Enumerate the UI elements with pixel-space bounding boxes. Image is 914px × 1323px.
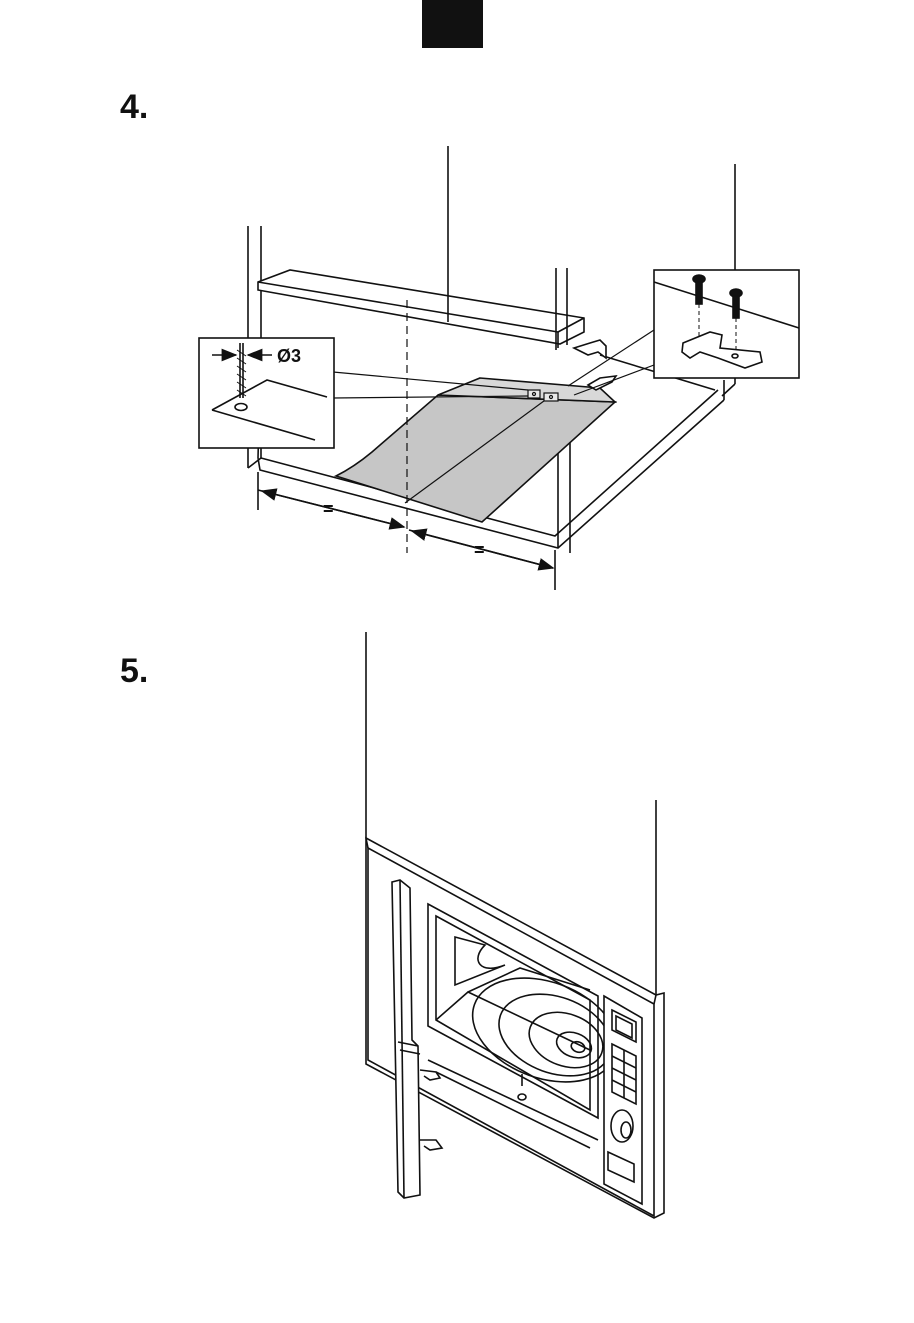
control-panel: [604, 996, 642, 1204]
drill-diameter-label: Ø3: [277, 346, 301, 366]
cabinet-top-rail: [258, 270, 584, 348]
door-hook-lower: [420, 1140, 442, 1150]
drill-detail-box: [199, 338, 334, 448]
control-dial: [611, 1110, 633, 1142]
side-bracket: [574, 340, 606, 358]
equal-mark-right: =: [474, 540, 485, 560]
screw-detail-box: [654, 270, 799, 378]
callout-line-right-bottom: [574, 365, 654, 395]
equal-mark-left: =: [323, 499, 334, 519]
step5-figure: [366, 632, 664, 1218]
step4-figure: Ø3: [199, 146, 799, 590]
